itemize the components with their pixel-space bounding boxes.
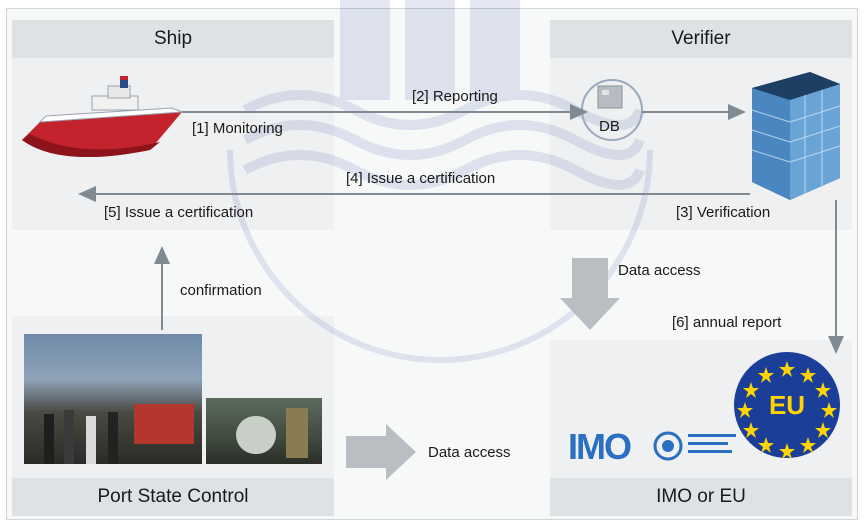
verifier-header: Verifier	[550, 20, 852, 58]
data-access-top-label: Data access	[618, 262, 701, 279]
monitoring-label: [1] Monitoring	[192, 120, 283, 137]
port-inspection-photo-small	[206, 398, 322, 464]
issue-certification-4-label: [4] Issue a certification	[346, 170, 496, 187]
watermark-seal	[227, 0, 653, 363]
port-inspection-photo-large	[24, 334, 202, 464]
confirmation-label: confirmation	[180, 282, 262, 299]
issue-certification-5-label: [5] Issue a certification	[104, 204, 254, 221]
verification-label: [3] Verification	[676, 204, 771, 221]
imo-eu-header: IMO or EU	[550, 478, 852, 516]
eu-logo-icon	[734, 352, 840, 459]
db-label: DB	[599, 118, 620, 135]
eu-logo-text: EU	[768, 390, 806, 420]
data-access-down-arrow	[560, 258, 620, 330]
reporting-label: [2] Reporting	[412, 88, 498, 105]
data-access-right-arrow	[346, 424, 416, 480]
building-icon	[751, 72, 841, 200]
data-access-bottom-label: Data access	[428, 444, 511, 461]
ship-header: Ship	[12, 20, 334, 58]
annual-report-label: [6] annual report	[672, 314, 782, 331]
psc-header: Port State Control	[12, 478, 334, 516]
imo-logo-text: IMO	[568, 426, 632, 467]
ship-icon	[22, 76, 183, 158]
imo-logo-icon	[653, 431, 736, 461]
